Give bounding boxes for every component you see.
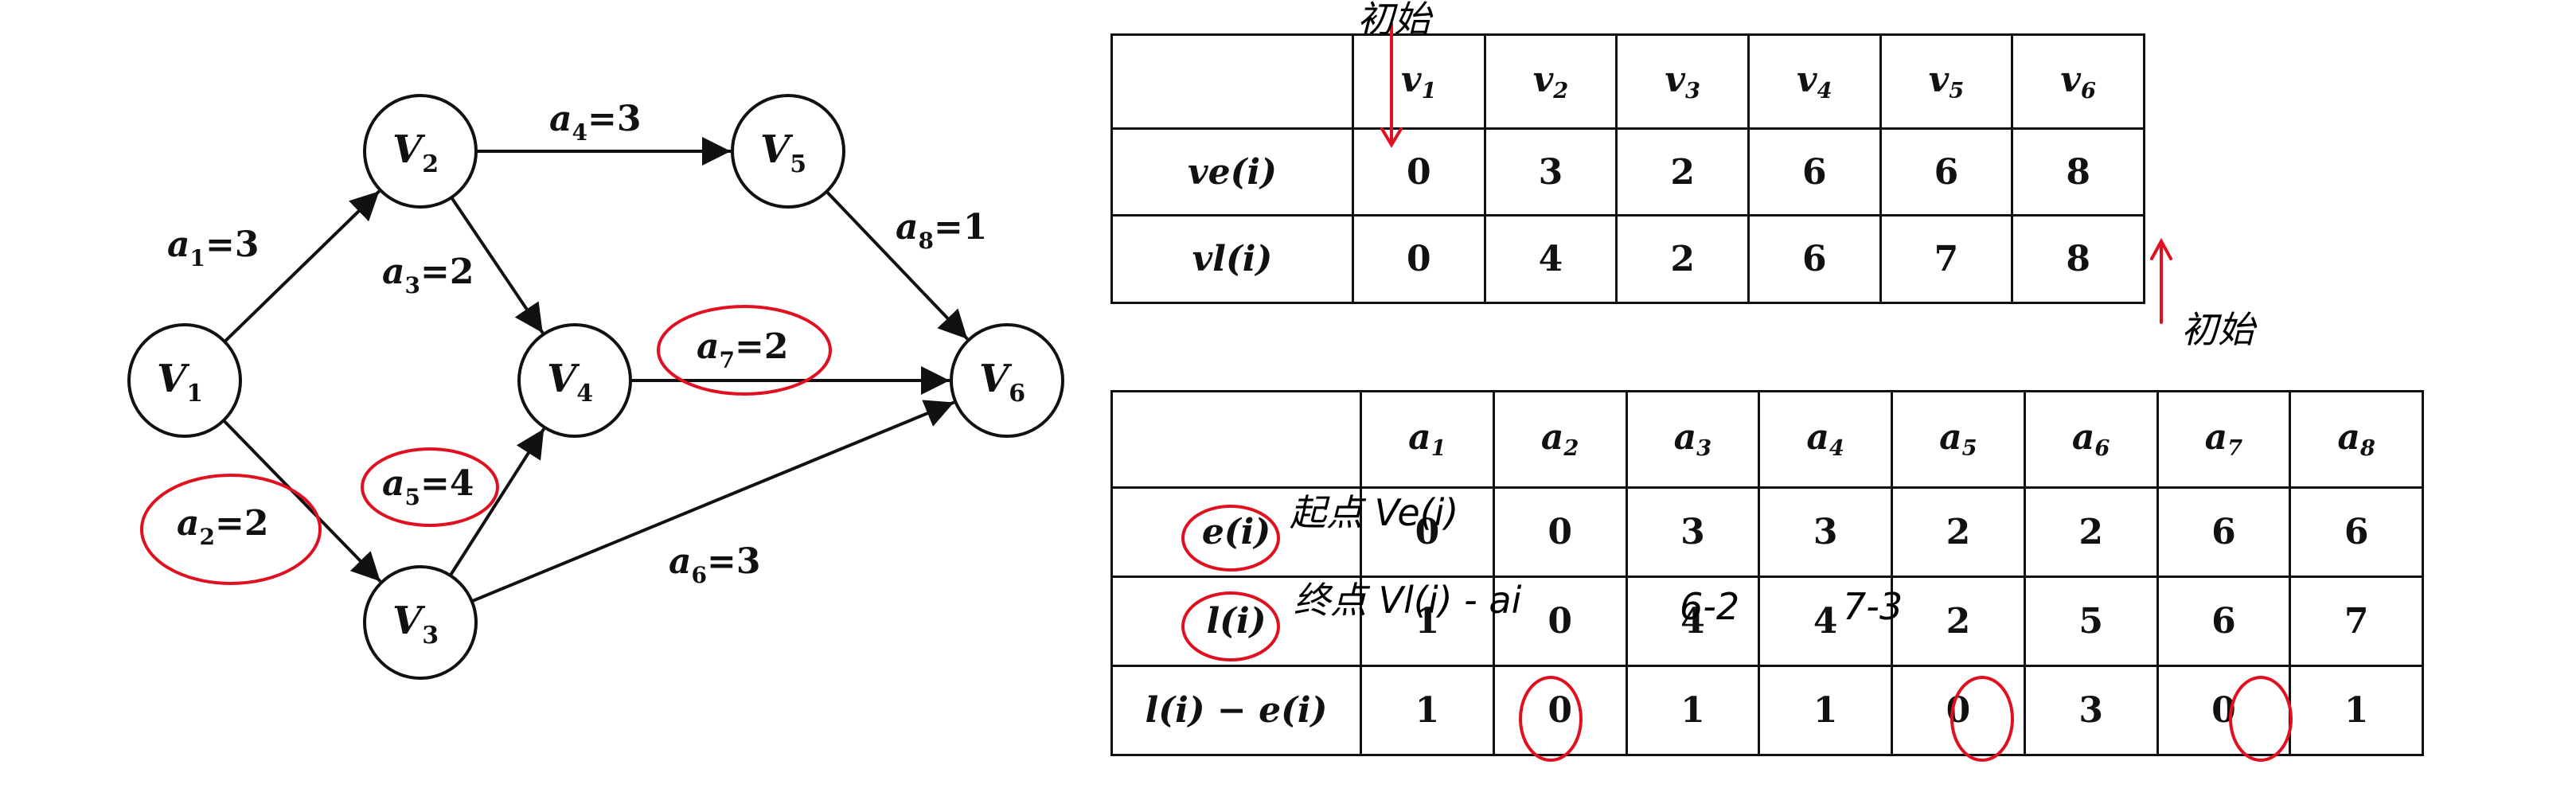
- table-cell: 0: [1891, 664, 2026, 757]
- table-cell: 0: [2156, 664, 2292, 757]
- node-label: V1: [157, 357, 203, 408]
- node-v2: [363, 94, 478, 209]
- table-cell: 6: [1879, 127, 2014, 217]
- table-cell: 4: [1758, 575, 1893, 667]
- edge-v1-v2: [223, 189, 381, 343]
- col-header: v6: [2011, 33, 2145, 130]
- col-header: a2: [1492, 390, 1628, 489]
- table-cell: 8: [2011, 127, 2145, 217]
- node-v6: [950, 323, 1064, 438]
- table-cell: 6: [2289, 486, 2424, 578]
- col-header: v4: [1747, 33, 1882, 130]
- edge-weight-label: a6=3: [669, 541, 760, 588]
- table-cell: 2: [2023, 486, 2159, 578]
- table-cell: 1: [1360, 664, 1495, 757]
- row-header: e(i): [1110, 486, 1362, 578]
- node-label: V5: [760, 127, 806, 178]
- table-cell: 8: [2011, 214, 2145, 304]
- table-cell: 0: [1352, 127, 1486, 217]
- corner-cell: [1110, 33, 1354, 130]
- table-cell: 1: [1625, 664, 1761, 757]
- table-cell: 0: [1360, 486, 1495, 578]
- table-cell: 7: [1879, 214, 2014, 304]
- edge-v2-v4: [450, 196, 544, 334]
- table-cell: 0: [1492, 486, 1628, 578]
- table-cell: 6: [2156, 486, 2292, 578]
- node-label: V4: [547, 357, 593, 408]
- annotation-arrow: [2150, 237, 2172, 324]
- edge-weight-label: a5=4: [382, 463, 474, 510]
- table-cell: 0: [1492, 664, 1628, 757]
- table-cell: 1: [1758, 664, 1893, 757]
- vertex-header-row: v1 v2 v3 v4 v5 v6: [1110, 33, 2145, 130]
- edge-weight-label: a8=1: [896, 207, 987, 254]
- col-header: v2: [1483, 33, 1618, 130]
- vertex-time-table: v1 v2 v3 v4 v5 v6 ve(i) 0 3 2 6 6 8 vl(i…: [1110, 33, 2145, 304]
- table-cell: 6: [1747, 214, 1882, 304]
- table-row: l(i) 1 0 4 4 2 5 6 7: [1110, 575, 2424, 667]
- edge-weight-label: a1=3: [167, 224, 259, 271]
- col-header: a4: [1758, 390, 1893, 489]
- node-v3: [363, 565, 478, 680]
- table-cell: 2: [1615, 214, 1750, 304]
- table-cell: 7: [2289, 575, 2424, 667]
- edge-v1-v3: [222, 419, 382, 583]
- table-cell: 0: [1492, 575, 1628, 667]
- col-header: a6: [2023, 390, 2159, 489]
- col-header: a8: [2289, 390, 2424, 489]
- corner-cell: [1110, 390, 1362, 489]
- col-header: v3: [1615, 33, 1750, 130]
- table-cell: 6: [1747, 127, 1882, 217]
- activity-time-table: a1 a2 a3 a4 a5 a6 a7 a8 e(i) 0 0 3 3 2 2…: [1110, 390, 2424, 757]
- col-header: v1: [1352, 33, 1486, 130]
- table-cell: 4: [1483, 214, 1618, 304]
- col-header: a3: [1625, 390, 1761, 489]
- edge-v5-v6: [825, 190, 969, 341]
- table-cell: 3: [1625, 486, 1761, 578]
- table-row: ve(i) 0 3 2 6 6 8: [1110, 127, 2145, 217]
- table-cell: 3: [2023, 664, 2159, 757]
- col-header: a7: [2156, 390, 2292, 489]
- node-v4: [517, 323, 632, 438]
- col-header: a5: [1891, 390, 2026, 489]
- table-cell: 2: [1615, 127, 1750, 217]
- row-header: ve(i): [1110, 127, 1354, 217]
- annotation-initial-right: 初始: [2181, 308, 2258, 351]
- edge-weight-label: a2=2: [177, 503, 268, 550]
- table-row: vl(i) 0 4 2 6 7 8: [1110, 214, 2145, 304]
- table-cell: 5: [2023, 575, 2159, 667]
- edge-v3-v6: [470, 400, 955, 603]
- row-header: l(i): [1110, 575, 1362, 667]
- node-label: V2: [392, 127, 439, 178]
- node-label: V6: [979, 357, 1025, 408]
- node-v5: [731, 94, 845, 209]
- col-header: v5: [1879, 33, 2014, 130]
- table-cell: 1: [1360, 575, 1495, 667]
- table-cell: 2: [1891, 486, 2026, 578]
- table-cell: 3: [1758, 486, 1893, 578]
- table-cell: 1: [2289, 664, 2424, 757]
- edge-weight-label: a7=2: [697, 326, 788, 373]
- table-row: e(i) 0 0 3 3 2 2 6 6: [1110, 486, 2424, 578]
- edge-weight-label: a3=2: [382, 252, 474, 298]
- node-label: V3: [392, 599, 439, 650]
- row-header: vl(i): [1110, 214, 1354, 304]
- activity-header-row: a1 a2 a3 a4 a5 a6 a7 a8: [1110, 390, 2424, 489]
- edge-weight-label: a4=3: [549, 99, 641, 146]
- table-row: l(i) − e(i) 1 0 1 1 0 3 0 1: [1110, 664, 2424, 757]
- table-cell: 2: [1891, 575, 2026, 667]
- table-cell: 4: [1625, 575, 1761, 667]
- table-cell: 3: [1483, 127, 1618, 217]
- col-header: a1: [1360, 390, 1495, 489]
- table-cell: 0: [1352, 214, 1486, 304]
- row-header: l(i) − e(i): [1110, 664, 1362, 757]
- table-cell: 6: [2156, 575, 2292, 667]
- node-v1: [127, 323, 242, 438]
